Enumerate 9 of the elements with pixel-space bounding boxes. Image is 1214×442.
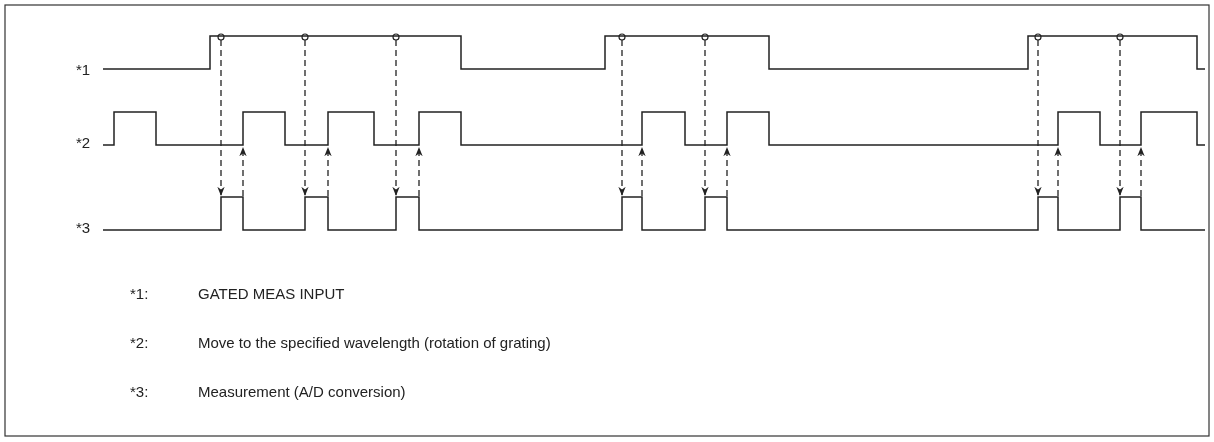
signal-label: *2 (76, 134, 91, 152)
signal-label: *1 (76, 61, 91, 79)
signal-label: *3 (76, 219, 91, 237)
note-text: Measurement (A/D conversion) (198, 383, 406, 401)
note-marker: *2: (130, 334, 149, 352)
note-marker: *3: (130, 383, 149, 401)
note-text: Move to the specified wavelength (rotation of grating) (198, 334, 551, 352)
note-text: GATED MEAS INPUT (198, 285, 345, 303)
note-marker: *1: (130, 285, 149, 303)
